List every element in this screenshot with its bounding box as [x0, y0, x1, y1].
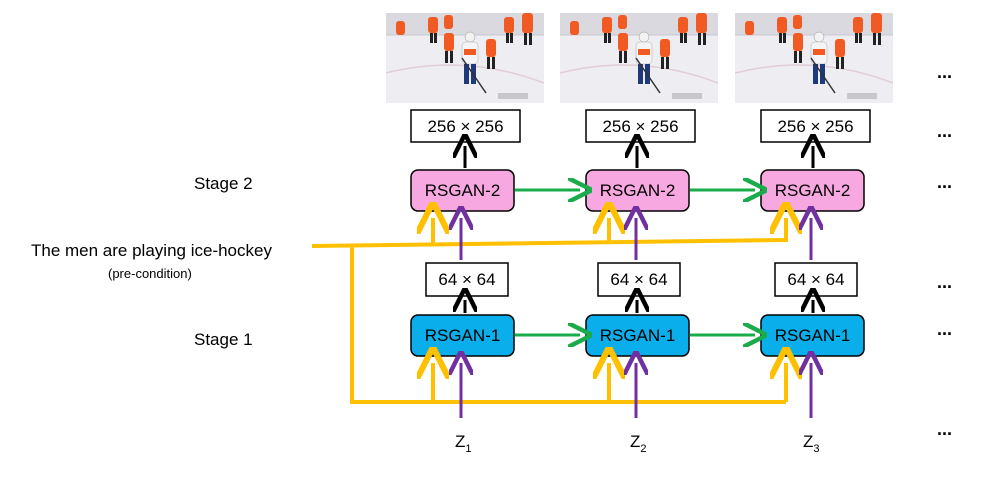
rsgan2-label-2: RSGAN-2 — [600, 181, 676, 200]
condition-text: The men are playing ice-hockey — [31, 241, 272, 260]
ellipsis-hires: ... — [937, 121, 952, 141]
ellipsis-noise: ... — [937, 419, 952, 439]
ellipsis-frames: ... — [937, 62, 952, 82]
condition-lines — [311, 218, 786, 404]
lowres-size-label-2: 64 × 64 — [610, 270, 667, 289]
column-3: 256 × 256 RSGAN-2 64 × 64 RSGAN-1 Z3 — [735, 13, 893, 455]
rsgan2-label-1: RSGAN-2 — [425, 181, 501, 200]
rsgan1-label-1: RSGAN-1 — [425, 326, 501, 345]
condition-note: (pre-condition) — [108, 266, 192, 281]
rsgan1-label-2: RSGAN-1 — [600, 326, 676, 345]
noise-lines — [461, 218, 811, 418]
continuation-ellipses: ... ... ... ... ... ... — [937, 62, 952, 439]
frame-image-3 — [735, 13, 893, 103]
stage2-label: Stage 2 — [194, 174, 253, 193]
frame-image-1 — [386, 13, 544, 103]
hires-size-label-3: 256 × 256 — [777, 117, 853, 136]
ellipsis-stage2: ... — [937, 172, 952, 192]
condition-main-line — [311, 218, 786, 248]
rsgan1-label-3: RSGAN-1 — [775, 326, 851, 345]
column-1: 256 × 256 RSGAN-2 64 × 64 RSGAN-1 Z1 — [386, 13, 544, 455]
output-arrows — [465, 146, 813, 313]
rsgan2-label-3: RSGAN-2 — [775, 181, 851, 200]
stage1-label: Stage 1 — [194, 330, 253, 349]
noise-label-3: Z3 — [803, 432, 820, 455]
column-2: 256 × 256 RSGAN-2 64 × 64 RSGAN-1 Z2 — [560, 13, 718, 455]
ellipsis-lowres: ... — [937, 272, 952, 292]
hires-size-label-1: 256 × 256 — [427, 117, 503, 136]
noise-label-2: Z2 — [630, 432, 647, 455]
lowres-size-label-1: 64 × 64 — [438, 270, 495, 289]
ellipsis-stage1: ... — [937, 319, 952, 339]
hires-size-label-2: 256 × 256 — [602, 117, 678, 136]
noise-label-1: Z1 — [455, 432, 472, 455]
recurrent-arrows — [515, 190, 755, 335]
lowres-size-label-3: 64 × 64 — [787, 270, 844, 289]
condition-lower-line — [350, 246, 786, 404]
frame-image-2 — [560, 13, 718, 103]
